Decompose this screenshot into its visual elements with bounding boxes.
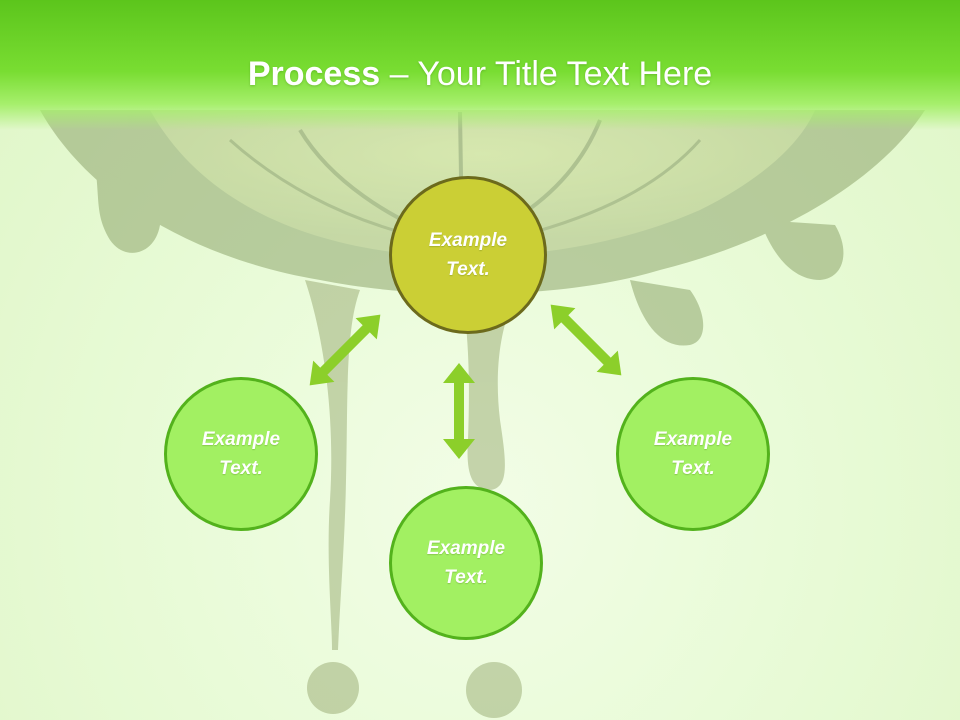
arrow-center-bottom xyxy=(443,363,475,459)
title-bold: Process xyxy=(247,55,381,93)
node-center: Example Text. xyxy=(389,176,547,334)
node-left-text: Example Text. xyxy=(201,429,281,479)
node-center-text: Example Text. xyxy=(428,230,508,280)
node-bottom: Example Text. xyxy=(389,486,543,640)
node-right: Example Text. xyxy=(616,377,770,531)
slide-title: Process – Your Title Text Here xyxy=(0,52,960,96)
title-bar xyxy=(0,0,960,130)
arrow-center-right xyxy=(550,304,622,376)
title-rest: – Your Title Text Here xyxy=(380,55,713,93)
node-right-text: Example Text. xyxy=(653,429,733,479)
node-left: Example Text. xyxy=(164,377,318,531)
node-bottom-text: Example Text. xyxy=(426,538,506,588)
arrow-center-left xyxy=(309,314,381,386)
